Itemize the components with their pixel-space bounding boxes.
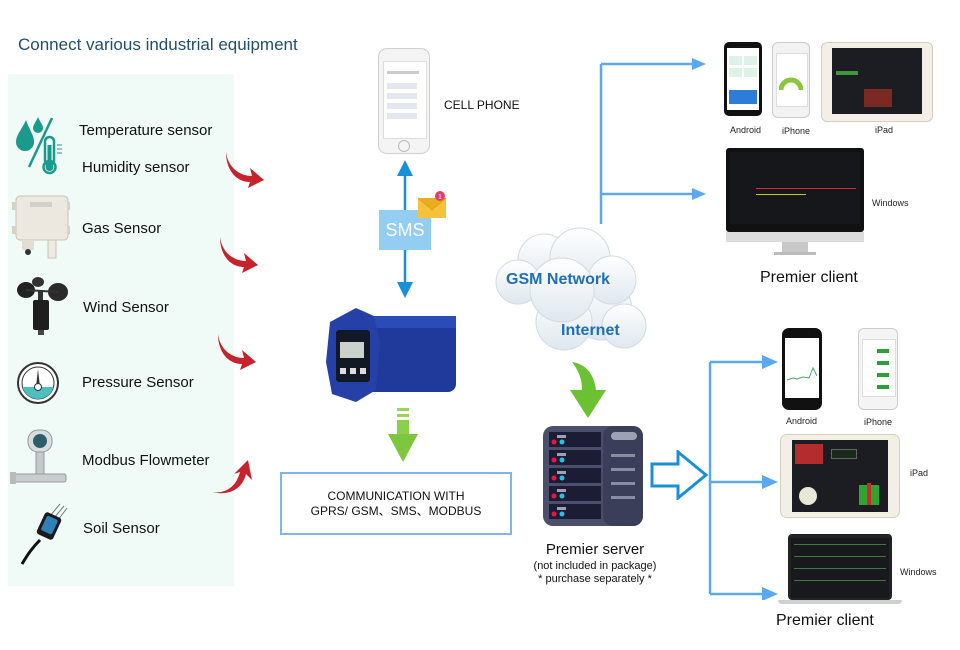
mail-notification-icon: 1 (417, 191, 447, 218)
sensor-label-gas: Gas Sensor (82, 220, 162, 237)
gas-sensor-icon (12, 195, 70, 259)
red-arrow-icon (212, 460, 252, 494)
device-label-ipad-top: iPad (875, 125, 894, 135)
device-label-windows-bottom: Windows (900, 567, 937, 577)
iphone-image-top (772, 42, 810, 118)
pressure-gauge-icon (17, 362, 59, 404)
mail-badge-count: 1 (438, 194, 442, 201)
green-curved-arrow-icon (570, 362, 606, 418)
device-label-iphone-top: iPhone (782, 126, 811, 136)
windows-laptop-image-bottom (778, 534, 902, 606)
server-note-2: * purchase separately * (538, 573, 652, 585)
sms-box: SMS (379, 210, 431, 250)
cloud-icon (495, 227, 647, 351)
device-label-ipad-bottom: iPad (910, 468, 929, 478)
flowmeter-icon (10, 429, 67, 484)
communication-line-1: COMMUNICATION WITH (327, 488, 465, 503)
ipad-image-top (821, 42, 933, 122)
bottom-branch-arrows (708, 355, 778, 600)
cell-phone-label: CELL PHONE (444, 98, 520, 112)
client-title-top: Premier client (760, 269, 858, 286)
red-arrow-icon (220, 237, 258, 273)
server-note-1: (not included in package) (533, 560, 657, 572)
server-title: Premier server (545, 541, 645, 558)
device-label-windows-top: Windows (872, 198, 909, 208)
sensor-label-soil: Soil Sensor (83, 520, 160, 537)
top-branch-arrows (599, 58, 706, 224)
sensor-label-pressure: Pressure Sensor (82, 374, 194, 391)
server-icon (543, 426, 643, 526)
communication-box: COMMUNICATION WITH GPRS/ GSM、SMS、MODBUS (280, 472, 512, 535)
soil-probe-icon (20, 503, 68, 565)
cell-phone-image (378, 48, 430, 154)
android-phone-image-bottom (782, 328, 822, 410)
sensor-label-temperature: Temperature sensor (79, 122, 213, 139)
sensor-label-wind: Wind Sensor (83, 299, 169, 316)
device-label-android-top: Android (730, 125, 762, 135)
sensor-label-flowmeter: Modbus Flowmeter (82, 452, 210, 469)
device-label-android-bottom: Android (786, 416, 818, 426)
communication-line-2: GPRS/ GSM、SMS、MODBUS (310, 503, 482, 518)
red-arrow-icon (218, 334, 256, 370)
windows-desktop-image-top (726, 148, 864, 258)
ipad-image-bottom (780, 434, 900, 518)
android-phone-image-top (724, 42, 762, 116)
green-down-arrow-icon (388, 408, 418, 462)
anemometer-icon (17, 277, 68, 335)
iphone-image-bottom (858, 328, 898, 410)
rtu-device-image (326, 308, 456, 402)
cloud-label-internet: Internet (561, 322, 620, 339)
device-label-iphone-bottom: iPhone (864, 417, 893, 427)
red-arrow-icon (226, 152, 264, 188)
hollow-right-arrow-icon (650, 450, 708, 500)
sensor-label-humidity: Humidity sensor (82, 159, 190, 176)
client-title-bottom: Premier client (776, 612, 874, 629)
cloud-label-gsm: GSM Network (506, 271, 611, 288)
temperature-humidity-icon (16, 117, 62, 175)
page-title: Connect various industrial equipment (18, 35, 298, 54)
